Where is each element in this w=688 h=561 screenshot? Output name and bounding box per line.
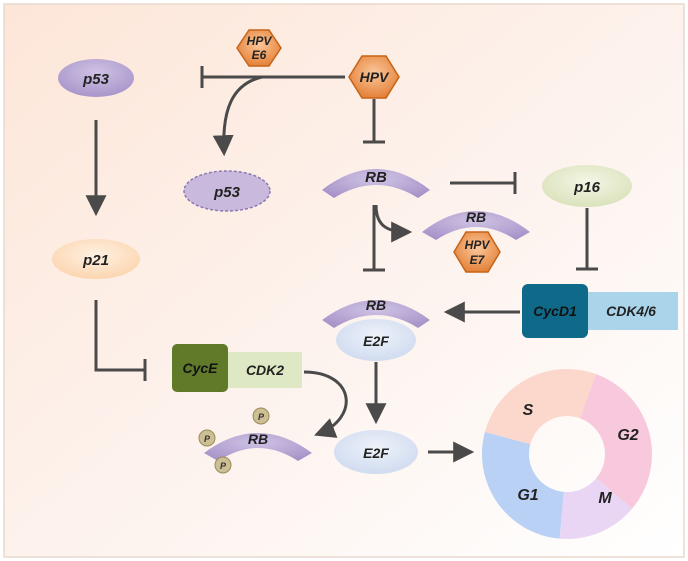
node-e2f: E2F [334,430,418,474]
node-p21: p21 [52,239,140,279]
cycle-phase-label-g2: G2 [617,427,638,444]
node-cyce-cdk2: CDK2 CycE [172,344,302,392]
hpv-e7-line2: E7 [470,253,486,267]
node-hpv-e6: HPV E6 [236,29,282,67]
node-rb-phosphorylated: RB P P P [198,407,312,474]
arrow-p53-degradation [212,75,263,157]
arrow-cdk2-to-rb-phos [303,370,348,438]
phosphate-left: P [198,429,216,447]
rb-label: RB [365,169,387,186]
phosphate-bottom-label: P [220,461,227,471]
cycle-phase-m [559,478,633,539]
node-rb-e2f-complex: RB E2F [322,297,430,361]
phosphate-top-label: P [258,412,265,422]
node-hpv: HPV [348,55,400,99]
node-p53: p53 [58,59,134,97]
cycle-phase-g2 [579,374,653,509]
cycle-phase-s [484,368,597,445]
inhibit-p21-to-cyce [94,300,145,372]
hpv-e6-line2: E6 [252,48,267,62]
e2f-complex-label: E2F [363,333,389,349]
cycle-phase-label-g1: G1 [517,487,538,504]
p53-label: p53 [82,71,110,88]
p16-label: p16 [573,179,601,196]
phosphate-left-label: P [204,434,211,444]
cdk2-label: CDK2 [246,362,284,378]
phosphate-bottom: P [214,456,232,474]
p21-label: p21 [82,252,109,269]
rb-complex-label: RB [366,297,386,313]
node-rb-e7: RB HPV E7 [422,209,530,273]
cdk46-label: CDK4/6 [606,303,656,319]
hpv-label: HPV [360,69,390,85]
rb-phos-label: RB [248,431,268,447]
hpv-e6-line1: HPV [247,34,273,48]
e2f-label: E2F [363,445,389,461]
cell-cycle-ring: S G2M G1 [481,368,653,539]
cycle-phase-label-s: S [523,402,534,419]
cyce-label: CycE [182,360,218,376]
node-rb: RB [322,169,430,198]
cycle-phase-g1 [481,432,564,539]
node-p53-degraded: p53 [183,170,271,212]
cycle-phase-label-m: M [598,490,612,507]
node-cycd1-cdk46: CDK4/6 CycD1 [522,284,678,338]
hpv-e7-line1: HPV [465,238,491,252]
node-p16: p16 [542,165,632,207]
rb-e7-label: RB [466,209,486,225]
arrow-rb-to-rb-e7 [374,204,413,243]
cycd1-label: CycD1 [533,303,577,319]
p53-degraded-label: p53 [213,184,241,201]
phosphate-top: P [252,407,270,425]
connectors [85,66,598,463]
